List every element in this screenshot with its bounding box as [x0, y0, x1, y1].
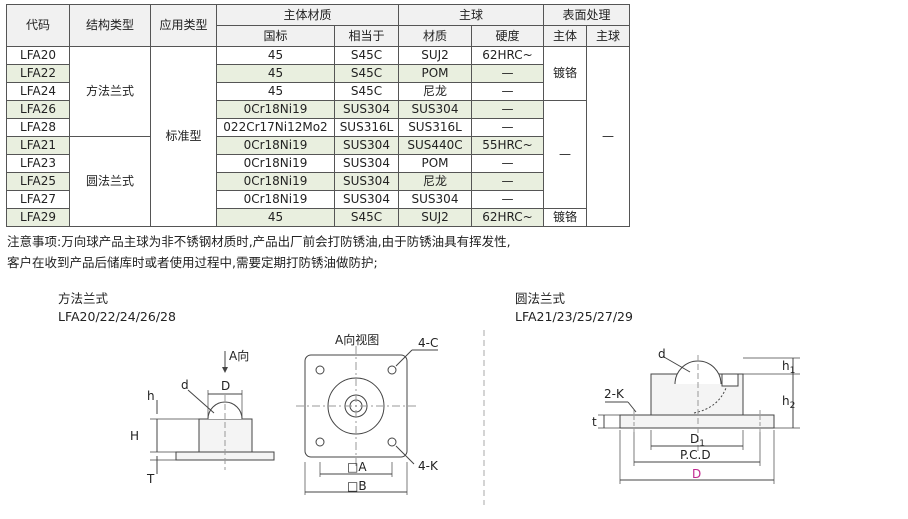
round-flange-models: LFA21/23/25/27/29 [515, 309, 633, 324]
cell-eq: SUS304 [334, 154, 399, 173]
cell-gb: 0Cr18Ni19 [216, 172, 335, 191]
cell-gb: 45 [216, 64, 335, 83]
round-flange-title: 圆法兰式 [515, 291, 566, 306]
header-national-standard: 国标 [216, 25, 335, 47]
dim-h-label: h [147, 389, 155, 403]
dim-h1-main: h [782, 359, 790, 373]
cell-body-plating-none: — [543, 100, 587, 209]
header-ball: 主球 [398, 4, 544, 26]
cell-hard: — [471, 82, 544, 101]
cell-code: LFA27 [6, 190, 70, 209]
header-body-material: 主体材质 [216, 4, 399, 26]
header-hardness: 硬度 [471, 25, 544, 47]
arrow-a-label: A向 [229, 348, 249, 363]
cell-eq: S45C [334, 208, 399, 227]
cell-hard: — [471, 172, 544, 191]
note-line-1: 注意事项:万向球产品主球为非不锈钢材质时,产品出厂前会打防锈油,由于防锈油具有挥… [7, 234, 511, 249]
dim-D1-main: D [690, 432, 699, 446]
square-flange-title: 方法兰式 [58, 291, 109, 306]
cell-hard: 62HRC~ [471, 46, 544, 65]
dim-D-outer-label: D [692, 467, 701, 481]
table-row: LFA20 方法兰式 标准型 45 S45C SUJ2 62HRC~ 镀铬 — [6, 46, 630, 227]
cell-gb: 45 [216, 208, 335, 227]
cell-gb: 0Cr18Ni19 [216, 136, 335, 155]
dim-T-label: T [146, 472, 155, 486]
cell-eq: S45C [334, 64, 399, 83]
header-code: 代码 [6, 4, 70, 47]
cell-mat: SUS304 [398, 100, 472, 119]
round-flange-caption: 圆法兰式 LFA21/23/25/27/29 [515, 290, 633, 326]
cell-structure-square: 方法兰式 [69, 46, 151, 137]
square-flange-caption: 方法兰式 LFA20/22/24/26/28 [58, 290, 176, 326]
cell-code: LFA28 [6, 118, 70, 137]
dim-h1-label: h1 [782, 359, 795, 376]
cell-mat: SUS316L [398, 118, 472, 137]
dim-h2-label: h2 [782, 394, 795, 411]
cell-code: LFA26 [6, 100, 70, 119]
round-flange-side-view [598, 355, 800, 484]
cell-eq: SUS304 [334, 172, 399, 191]
cell-mat: SUJ2 [398, 208, 472, 227]
cell-body-plating-1: 镀铬 [543, 46, 587, 101]
table-row: LFA27 0Cr18Ni19 SUS304 SUS304 — [6, 190, 630, 209]
table-row: LFA22 45 S45C POM — [6, 64, 630, 83]
table-row: LFA29 45 S45C SUJ2 62HRC~ 镀铬 [6, 208, 630, 227]
dim-pcd-label: P.C.D [680, 448, 711, 462]
dim-t-label: t [592, 415, 597, 429]
cell-code: LFA25 [6, 172, 70, 191]
dim-h2-sub: 2 [790, 401, 796, 411]
square-flange-models: LFA20/22/24/26/28 [58, 309, 176, 324]
cell-ball-treatment: — [586, 46, 630, 227]
cell-gb: 022Cr17Ni12Mo2 [216, 118, 335, 137]
cell-structure-round: 圆法兰式 [69, 136, 151, 227]
table-row: LFA26 0Cr18Ni19 SUS304 SUS304 — — [6, 100, 630, 209]
table-row: LFA25 0Cr18Ni19 SUS304 尼龙 — [6, 172, 630, 191]
spec-table: 代码 结构类型 应用类型 主体材质 主球 表面处理 国标 相当于 材质 硬度 主… [6, 4, 630, 227]
dim-h1-sub: 1 [790, 366, 796, 376]
dim-A-label: □A [347, 460, 367, 474]
cell-gb: 0Cr18Ni19 [216, 190, 335, 209]
cell-code: LFA23 [6, 154, 70, 173]
cell-hard: 62HRC~ [471, 208, 544, 227]
dim-D-label: D [221, 379, 230, 393]
square-flange-top-view [296, 346, 438, 495]
dim-4C-label: 4-C [418, 336, 438, 350]
cell-mat: 尼龙 [398, 172, 472, 191]
cell-eq: SUS304 [334, 100, 399, 119]
dim-2K-label: 2-K [604, 387, 625, 401]
dim-4K-label: 4-K [418, 459, 439, 473]
dim-D1-sub: 1 [699, 439, 705, 449]
cell-hard: 55HRC~ [471, 136, 544, 155]
dim-B-label: □B [347, 479, 367, 493]
header-body: 主体 [543, 25, 587, 47]
cell-mat: SUS440C [398, 136, 472, 155]
notes: 注意事项:万向球产品主球为非不锈钢材质时,产品出厂前会打防锈油,由于防锈油具有挥… [7, 231, 511, 273]
header-equivalent: 相当于 [334, 25, 399, 47]
header-main-ball: 主球 [586, 25, 630, 47]
table-row: LFA21 圆法兰式 0Cr18Ni19 SUS304 SUS440C 55HR… [6, 136, 630, 227]
cell-body-plating-2: 镀铬 [543, 208, 587, 227]
square-flange-side-view [150, 351, 275, 474]
cell-application-standard: 标准型 [150, 46, 217, 227]
round-dim-d-label: d [658, 347, 666, 361]
header-surface-treatment: 表面处理 [543, 4, 630, 26]
dim-H-label: H [130, 429, 139, 443]
cell-code: LFA29 [6, 208, 70, 227]
dim-D1-label: D1 [690, 432, 705, 449]
view-a-title: A向视图 [335, 332, 379, 347]
cell-hard: — [471, 64, 544, 83]
dim-d-label: d [181, 378, 189, 392]
note-line-2: 客户在收到产品后储库时或者使用过程中,需要定期打防锈油做防护; [7, 255, 378, 270]
dim-h2-main: h [782, 394, 790, 408]
